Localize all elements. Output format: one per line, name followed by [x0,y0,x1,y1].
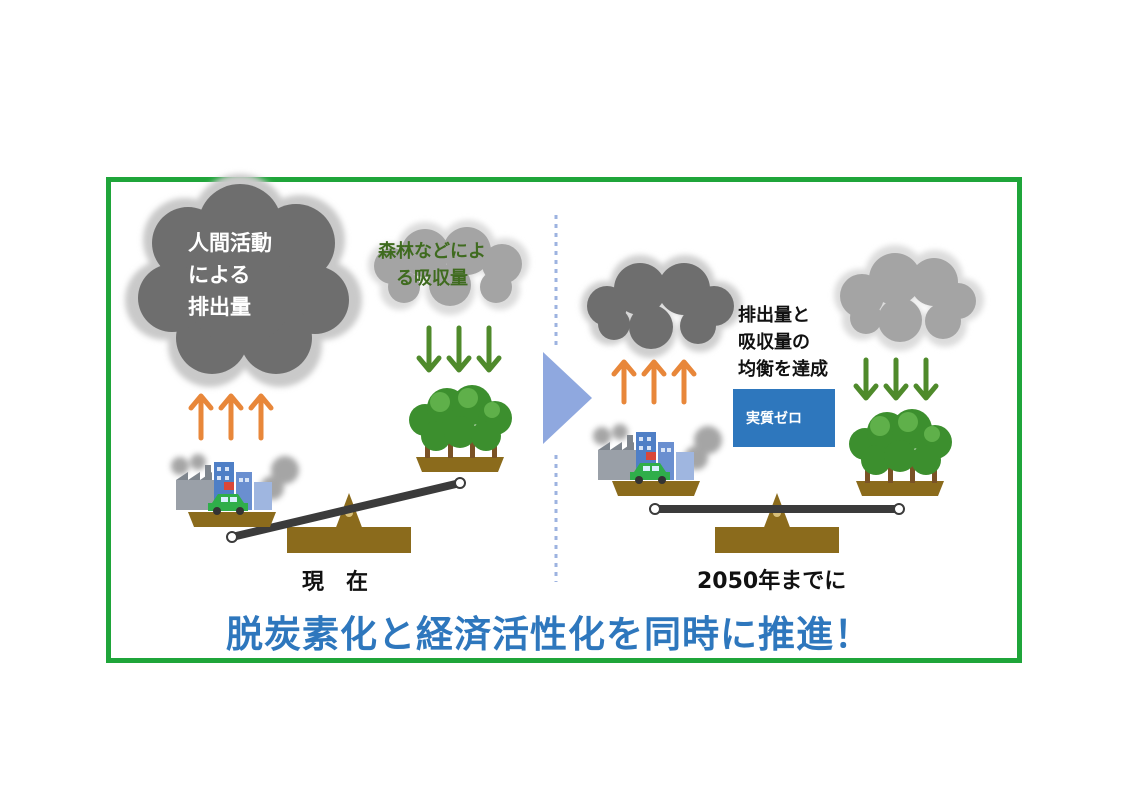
absorption-label: 森林などによ る吸収量 [378,238,486,292]
absorption-cloud-right [834,245,984,351]
forest-icon-right [849,409,952,483]
emission-arrows-right [614,362,694,402]
absorption-arrows-right [856,360,936,398]
label-present: 現 在 [302,564,368,596]
label-2050: 2050年までに [697,563,846,595]
forest-icon [409,385,512,458]
emission-label: 人間活動 による 排出量 [188,227,272,323]
absorption-label-line: 森林などによ [378,238,486,265]
emission-label-line: による [188,259,272,291]
net-zero-label: 実質ゼロ [746,408,802,428]
city-factory-icon-right [593,424,722,484]
balance-scale-right [612,481,944,553]
emission-cloud-small [581,255,742,358]
city-factory-icon [171,454,299,515]
transition-triangle [543,352,592,444]
balance-label: 排出量と 吸収量の 均衡を達成 [738,302,828,383]
emission-label-line: 排出量 [188,291,272,323]
balance-label-line: 吸収量の [738,329,828,356]
emission-arrows-left [191,396,271,438]
absorption-arrows-left [419,328,499,370]
balance-label-line: 排出量と [738,302,828,329]
absorption-label-line: る吸収量 [378,265,486,292]
emission-label-line: 人間活動 [188,227,272,259]
headline: 脱炭素化と経済活性化を同時に推進！ [226,604,872,658]
balance-label-line: 均衡を達成 [738,356,828,383]
